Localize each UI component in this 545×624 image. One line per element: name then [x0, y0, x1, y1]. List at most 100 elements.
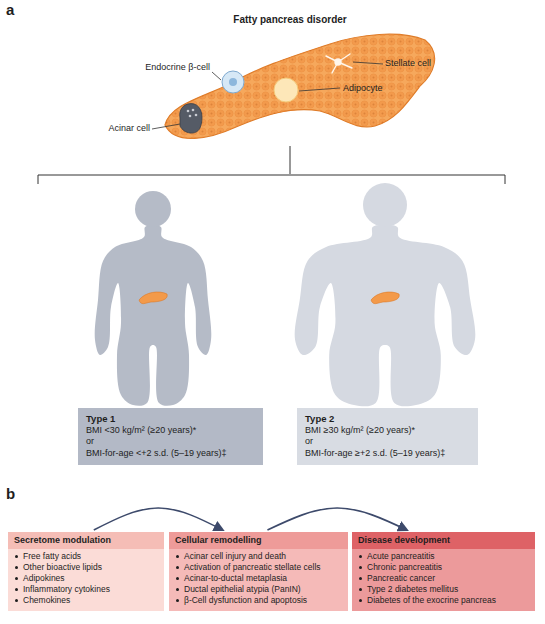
- bullet-item: Diabetes of the exocrine pancreas: [358, 595, 529, 606]
- pancreas-outline: [165, 34, 435, 138]
- bullet-text: Activation of pancreatic stellate cells: [184, 562, 321, 572]
- bullet-dot: [176, 577, 179, 580]
- box-text: or: [305, 436, 470, 448]
- bullet-dot: [15, 555, 18, 558]
- beta-cell: [222, 71, 244, 93]
- bullet-item: Activation of pancreatic stellate cells: [175, 562, 342, 573]
- bullet-dot: [176, 599, 179, 602]
- bullet-dot: [15, 577, 18, 580]
- bullet-dot: [359, 555, 362, 558]
- bullet-item: Other bioactive lipids: [14, 562, 158, 573]
- bullet-text: Chemokines: [23, 595, 70, 605]
- bullet-text: Acinar-to-ductal metaplasia: [184, 573, 287, 583]
- bullet-item: Ductal epithelial atypia (PanIN): [175, 584, 342, 595]
- bullet-dot: [15, 566, 18, 569]
- stellate-cell: [326, 54, 352, 73]
- leader-line: [299, 88, 340, 91]
- type-box: Type 1BMI <30 kg/m² (≥20 years)*orBMI-fo…: [78, 408, 263, 465]
- bullet-item: Type 2 diabetes mellitus: [358, 584, 529, 595]
- bullet-text: Acinar cell injury and death: [184, 551, 286, 561]
- adipocyte: [274, 78, 298, 102]
- bullet-text: Other bioactive lipids: [23, 562, 102, 572]
- bullet-list: Free fatty acidsOther bioactive lipidsAd…: [8, 549, 164, 611]
- head: [363, 183, 407, 227]
- bullet-item: Chemokines: [14, 595, 158, 606]
- part-label: Adipocyte: [343, 83, 383, 94]
- panel-letter: b: [6, 486, 15, 502]
- curved-arrow: [94, 508, 223, 530]
- panel-letter: a: [6, 2, 14, 18]
- leader-line: [152, 124, 180, 129]
- leader-lines: [152, 62, 383, 129]
- bullet-item: Inflammatory cytokines: [14, 584, 158, 595]
- granule: [187, 110, 190, 113]
- bullet-item: β-Cell dysfunction and apoptosis: [175, 595, 342, 606]
- bullet-text: Acute pancreatitis: [367, 551, 435, 561]
- bullet-list: Acinar cell injury and deathActivation o…: [169, 549, 348, 611]
- bullet-text: β-Cell dysfunction and apoptosis: [184, 595, 307, 605]
- type-box: Type 2BMI ≥30 kg/m² (≥20 years)*orBMI-fo…: [297, 408, 478, 465]
- bullet-dot: [359, 577, 362, 580]
- figure-title: Fatty pancreas disorder: [233, 14, 346, 25]
- bullet-item: Chronic pancreatitis: [358, 562, 529, 573]
- bullet-item: Acinar cell injury and death: [175, 551, 342, 562]
- stage-box: Cellular remodellingAcinar cell injury a…: [169, 532, 348, 611]
- bullet-text: Adipokines: [23, 573, 65, 583]
- small-pancreas: [139, 292, 167, 304]
- bullet-item: Acute pancreatitis: [358, 551, 529, 562]
- granule: [195, 114, 198, 117]
- zymogen-granules: [187, 109, 198, 118]
- pancreas-cells: [165, 34, 435, 138]
- bracket-bar: [38, 175, 505, 184]
- acinar-cell: [180, 104, 202, 133]
- bullet-dot: [15, 599, 18, 602]
- obese-silhouette: [295, 225, 476, 406]
- box-text: BMI <30 kg/m² (≥20 years)*: [86, 425, 255, 437]
- head: [135, 191, 171, 227]
- box-heading: Type 1: [86, 413, 255, 425]
- bullet-text: Pancreatic cancer: [367, 573, 435, 583]
- box-text: or: [86, 436, 255, 448]
- bullet-dot: [359, 588, 362, 591]
- beta-cell-nucleus: [229, 78, 237, 86]
- bullet-text: Diabetes of the exocrine pancreas: [367, 595, 496, 605]
- bullet-item: Free fatty acids: [14, 551, 158, 562]
- box-heading: Cellular remodelling: [169, 532, 348, 549]
- bracket: [38, 146, 505, 184]
- curved-arrow: [267, 508, 406, 530]
- bracket-stem: [290, 146, 291, 174]
- part-label: Stellate cell: [385, 58, 431, 69]
- bullet-list: Acute pancreatitisChronic pancreatitisPa…: [352, 549, 535, 611]
- granule: [189, 115, 192, 118]
- leader-line: [353, 62, 383, 64]
- part-label: Endocrine β-cell: [145, 62, 210, 73]
- bullet-text: Inflammatory cytokines: [23, 584, 110, 594]
- bullet-dot: [176, 555, 179, 558]
- stage-box: Disease developmentAcute pancreatitisChr…: [352, 532, 535, 611]
- bullet-item: Acinar-to-ductal metaplasia: [175, 573, 342, 584]
- bullet-dot: [15, 588, 18, 591]
- small-pancreas: [371, 292, 399, 304]
- bullet-dot: [176, 588, 179, 591]
- box-heading: Disease development: [352, 532, 535, 549]
- leader-line: [212, 72, 221, 80]
- bullet-dot: [359, 599, 362, 602]
- stage-box: Secretome modulationFree fatty acidsOthe…: [8, 532, 164, 611]
- lean-silhouette: [95, 225, 212, 406]
- part-label: Acinar cell: [108, 123, 150, 134]
- bullet-dot: [176, 566, 179, 569]
- box-text: BMI-for-age <+2 s.d. (5–19 years)‡: [86, 448, 255, 460]
- bullet-dot: [359, 566, 362, 569]
- box-text: BMI ≥30 kg/m² (≥20 years)*: [305, 425, 470, 437]
- bullet-item: Adipokines: [14, 573, 158, 584]
- box-text: BMI-for-age ≥+2 s.d. (5–19 years)‡: [305, 448, 470, 460]
- bullet-item: Pancreatic cancer: [358, 573, 529, 584]
- pancreas-illustration: [165, 34, 435, 138]
- people: [95, 183, 476, 406]
- bullet-text: Chronic pancreatitis: [367, 562, 442, 572]
- bullet-text: Free fatty acids: [23, 551, 81, 561]
- box-heading: Type 2: [305, 413, 470, 425]
- granule: [192, 109, 195, 112]
